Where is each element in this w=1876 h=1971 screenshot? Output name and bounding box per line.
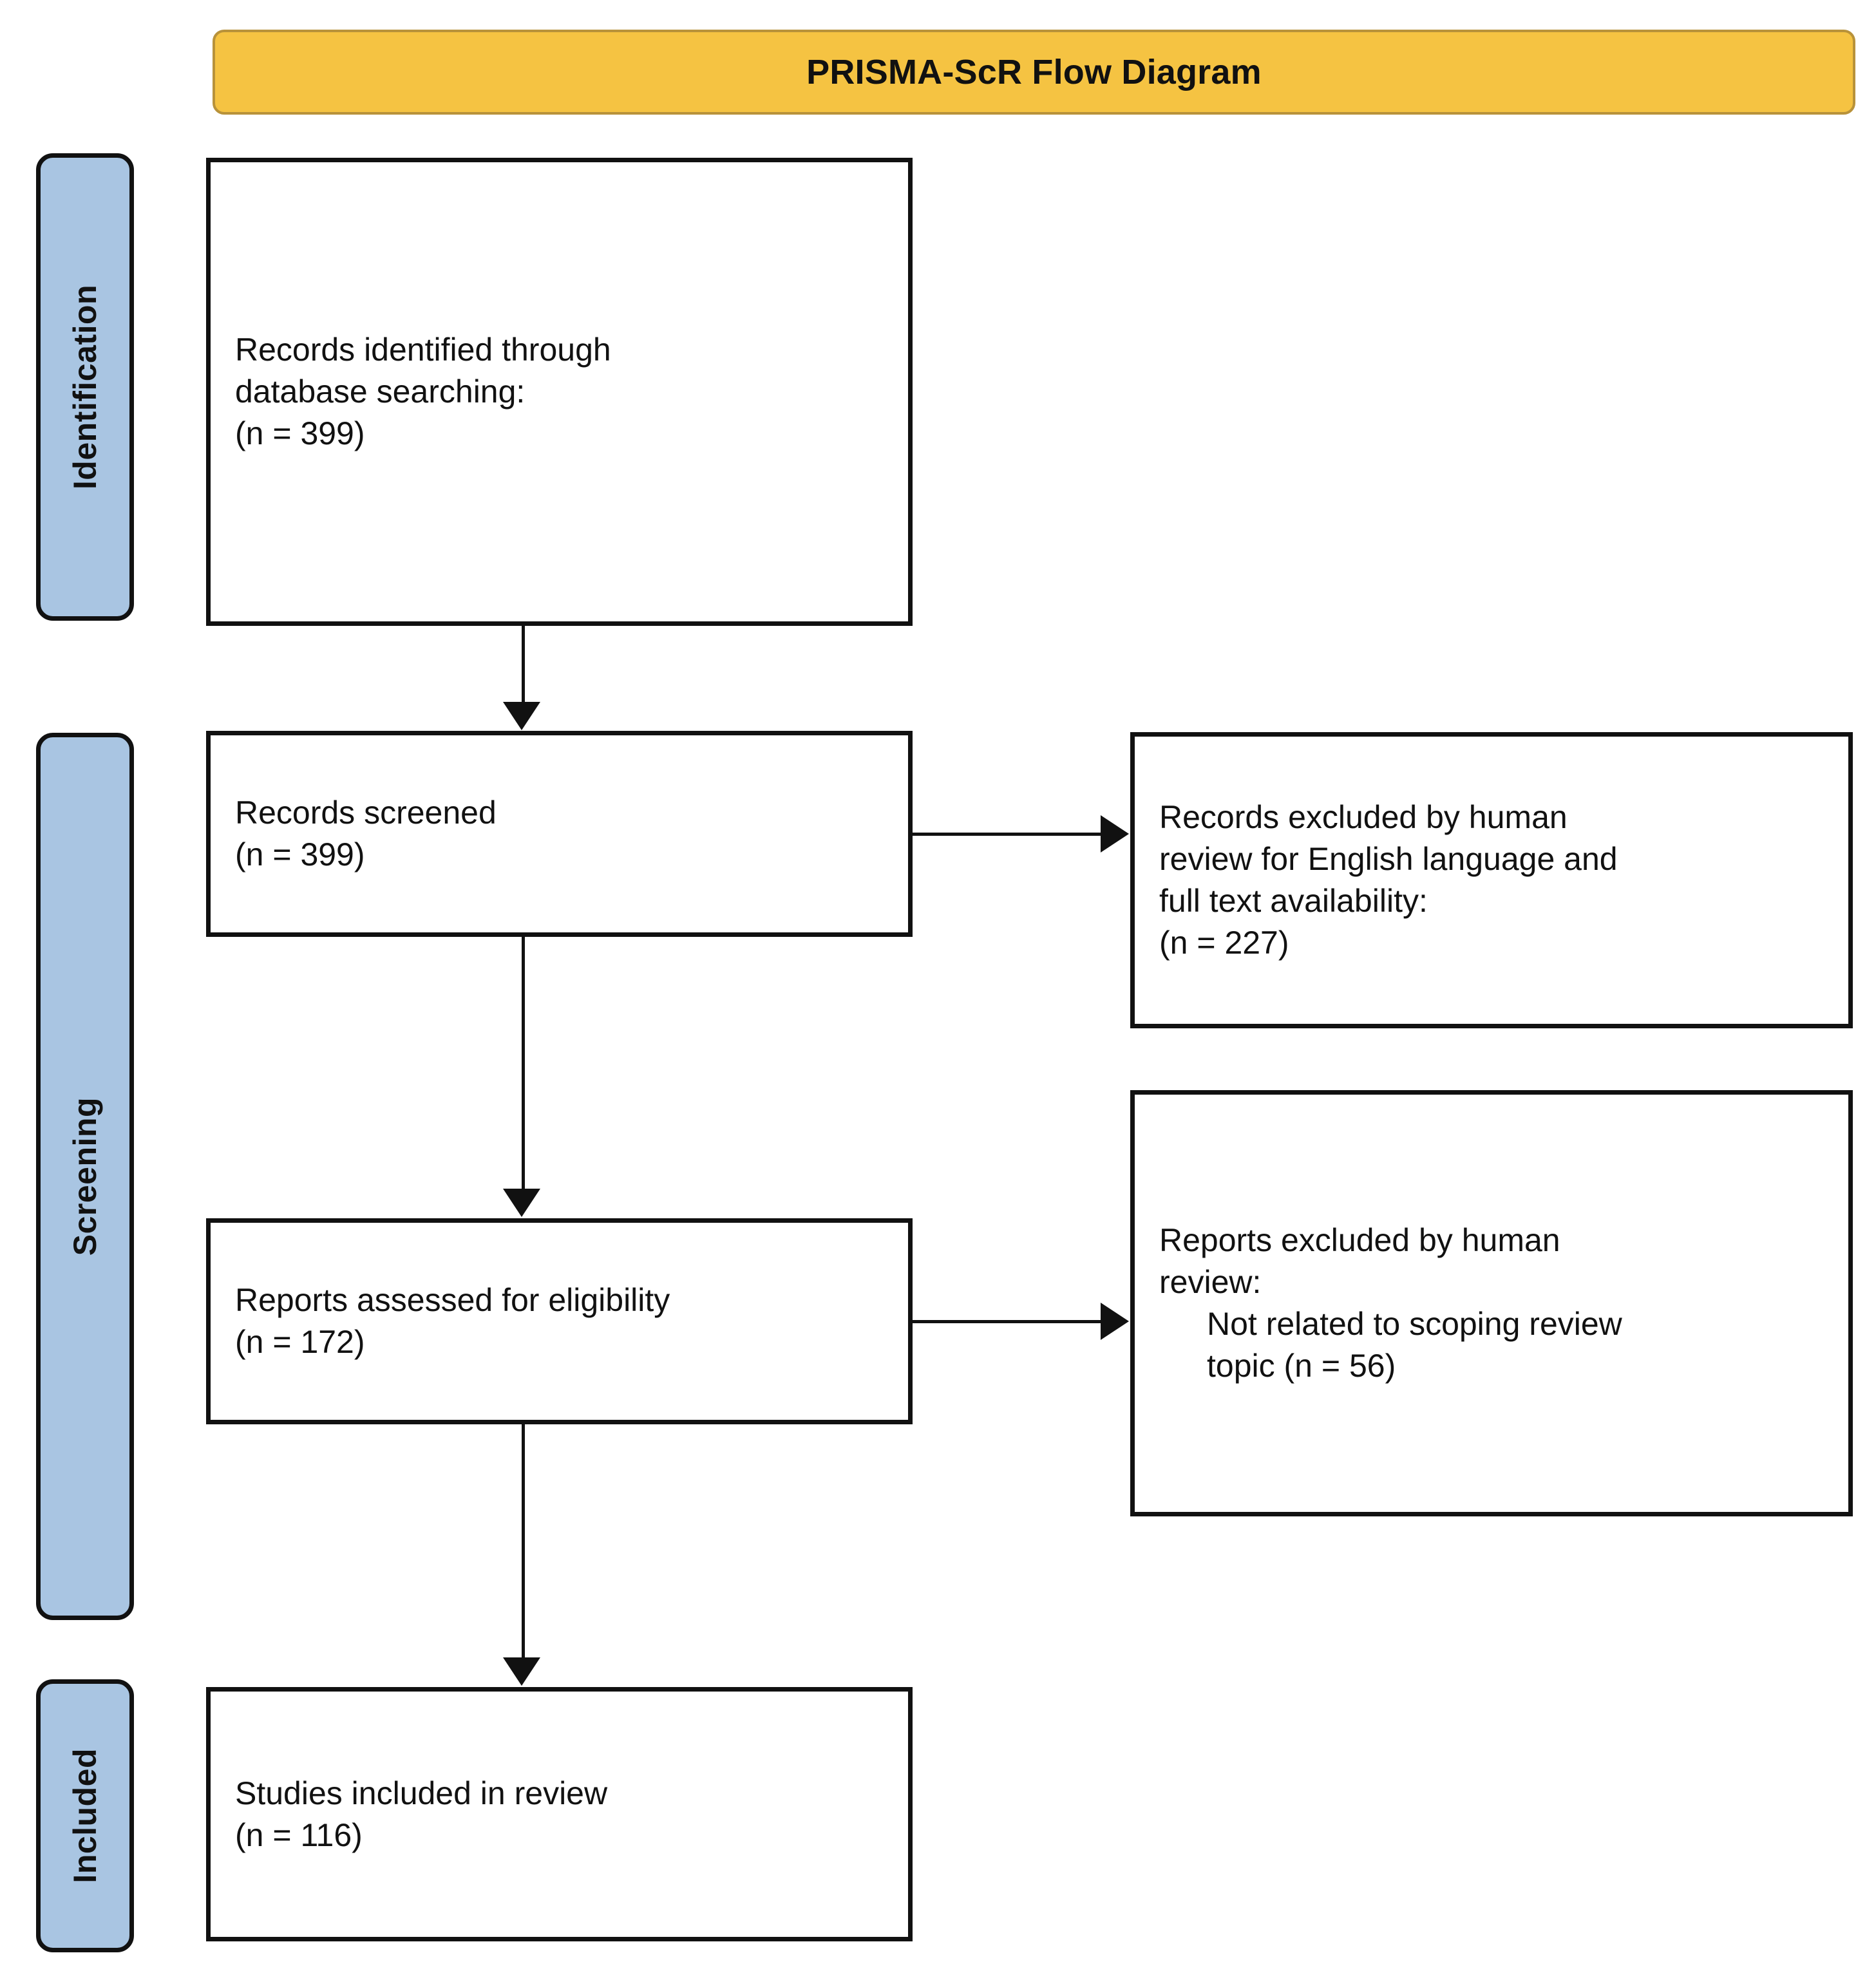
box-records-identified-text: Records identified through database sear…	[235, 332, 611, 451]
diagram-title-banner: PRISMA-ScR Flow Diagram	[213, 30, 1855, 115]
box-records-screened-text: Records screened (n = 399)	[235, 795, 497, 872]
connector-eligibility-to-included-line	[522, 1424, 525, 1658]
connector-screened-to-excluded-records-line	[913, 833, 1102, 836]
stage-label-included: Included	[67, 1748, 103, 1883]
stage-label-identification: Identification	[67, 284, 103, 490]
arrow-right-icon-screened-to-excluded-records	[1101, 815, 1129, 853]
box-records-excluded-text: Records excluded by human review for Eng…	[1159, 799, 1618, 961]
box-reports-assessed-eligibility-text: Reports assessed for eligibility (n = 17…	[235, 1282, 670, 1360]
diagram-title: PRISMA-ScR Flow Diagram	[806, 53, 1262, 91]
arrow-down-icon-screened-to-eligibility	[503, 1189, 540, 1217]
stage-bar-identification: Identification	[36, 153, 134, 621]
stage-bar-screening: Screening	[36, 733, 134, 1620]
box-records-screened: Records screened (n = 399)	[206, 731, 913, 937]
arrow-down-icon-eligibility-to-included	[503, 1657, 540, 1686]
arrow-right-icon-eligibility-to-excluded-reports	[1101, 1303, 1129, 1340]
box-reports-excluded: Reports excluded by human review: Not re…	[1130, 1090, 1853, 1516]
box-studies-included: Studies included in review (n = 116)	[206, 1687, 913, 1941]
connector-identified-to-screened-line	[522, 626, 525, 703]
connector-eligibility-to-excluded-reports-line	[913, 1320, 1102, 1323]
arrow-down-icon-identified-to-screened	[503, 702, 540, 730]
box-records-excluded: Records excluded by human review for Eng…	[1130, 732, 1853, 1028]
stage-label-screening: Screening	[67, 1097, 103, 1256]
connector-screened-to-eligibility-line	[522, 937, 525, 1189]
box-reports-excluded-reason-text: Not related to scoping review topic (n =…	[1207, 1306, 1622, 1384]
box-studies-included-text: Studies included in review (n = 116)	[235, 1775, 608, 1853]
stage-bar-included: Included	[36, 1679, 134, 1952]
box-reports-excluded-text: Reports excluded by human review:	[1159, 1222, 1560, 1300]
box-reports-assessed-eligibility: Reports assessed for eligibility (n = 17…	[206, 1218, 913, 1424]
box-records-identified: Records identified through database sear…	[206, 158, 913, 626]
